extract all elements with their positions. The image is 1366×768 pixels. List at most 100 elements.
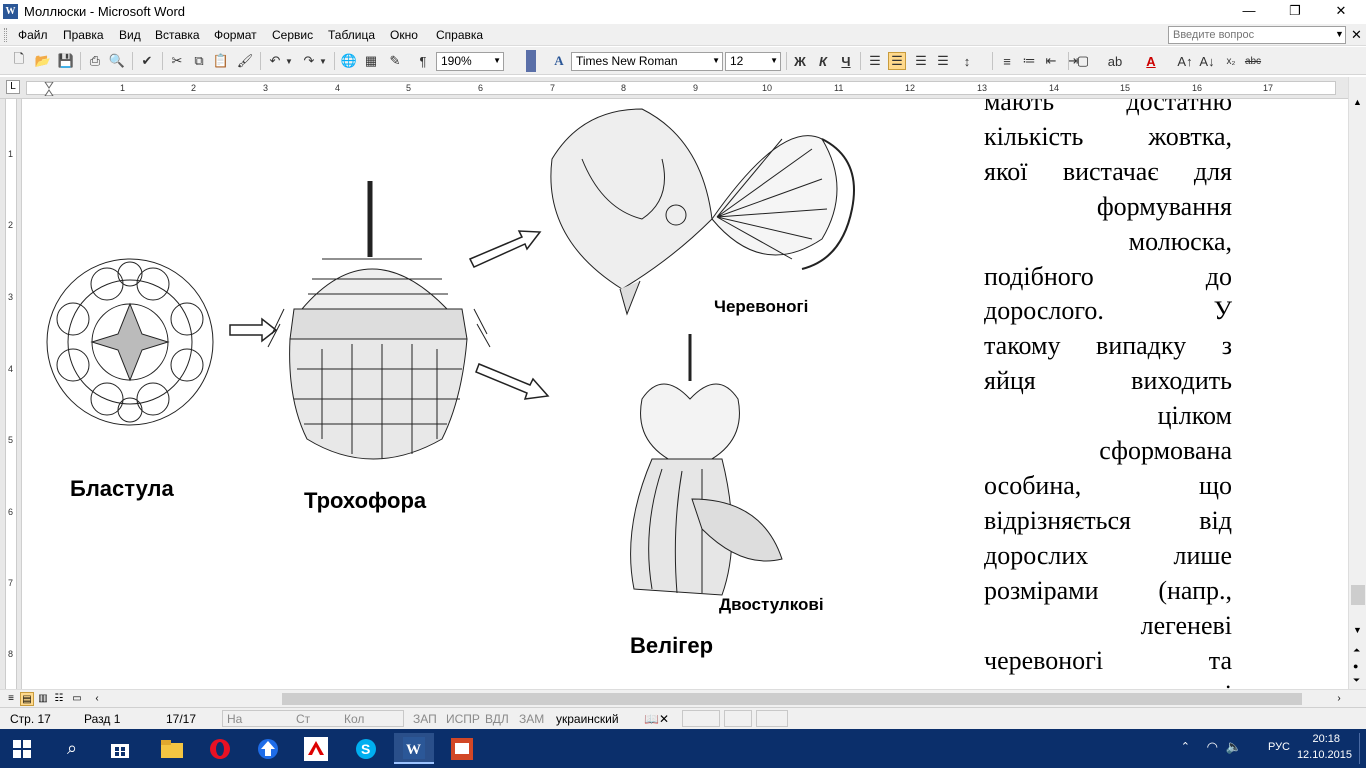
outline-view-icon[interactable]: ☷ [54, 693, 64, 704]
styles-icon[interactable]: A [554, 53, 564, 68]
scroll-right-icon[interactable]: › [1337, 693, 1341, 704]
scroll-left-icon[interactable]: ‹ [95, 693, 99, 704]
print-preview-icon[interactable]: 🔍 [108, 53, 126, 68]
menu-tools[interactable]: Сервис [272, 28, 314, 42]
overtype-indicator[interactable]: ЗАМ [519, 712, 545, 726]
borders-icon[interactable]: ▢ [1076, 53, 1090, 68]
minimize-button[interactable]: — [1242, 3, 1256, 18]
powerpoint-icon[interactable] [442, 733, 482, 764]
justify-icon[interactable]: ☰ [937, 53, 949, 68]
font-color-icon[interactable]: A [1146, 53, 1156, 69]
numbered-list-icon[interactable]: ≡ [1003, 53, 1011, 69]
menu-window[interactable]: Окно [390, 28, 418, 42]
track-changes-indicator[interactable]: ИСПР [446, 712, 480, 726]
save-icon[interactable]: 💾 [57, 53, 75, 68]
opera-icon[interactable] [200, 733, 240, 764]
language-indicator[interactable]: РУС [1267, 741, 1290, 753]
reading-view-icon[interactable]: ▭ [72, 693, 82, 704]
chevron-down-icon[interactable]: ▼ [712, 56, 720, 65]
increase-indent-icon[interactable]: ⇥ [1067, 53, 1079, 68]
file-explorer-icon[interactable] [152, 733, 192, 764]
menu-view[interactable]: Вид [119, 28, 141, 42]
redo-icon[interactable]: ↷ [303, 53, 315, 68]
menu-file[interactable]: Файл [18, 28, 48, 42]
print-layout-icon[interactable]: ▤ [20, 692, 34, 706]
menu-table[interactable]: Таблица [328, 28, 376, 42]
align-left-icon[interactable]: ☰ [869, 53, 881, 68]
cut-icon[interactable]: ✂ [171, 53, 183, 68]
strikethrough-icon[interactable]: abc [1244, 55, 1262, 67]
menu-insert[interactable]: Вставка [155, 28, 200, 42]
font-size-select[interactable]: 12 ▼ [725, 52, 781, 71]
bold-button[interactable]: Ж [794, 53, 806, 69]
language-indicator[interactable]: украинский [556, 712, 619, 726]
windows-start-icon[interactable] [2, 733, 42, 764]
scroll-thumb[interactable] [1351, 585, 1365, 605]
clock-time[interactable]: 20:18 [1312, 733, 1340, 745]
chevron-up-icon[interactable]: ⌃ [1180, 741, 1190, 753]
web-layout-icon[interactable]: ▥ [38, 693, 48, 704]
volume-icon[interactable]: 🔈 [1225, 739, 1242, 754]
chevron-down-icon[interactable]: ▼ [770, 56, 778, 65]
undo-dropdown-icon[interactable]: ▼ [285, 56, 293, 66]
body-text-paragraph[interactable]: мають достатню кількість жовтка, якої ви… [984, 99, 1232, 689]
vertical-scrollbar[interactable]: ▲ ▼ ⏶ ● ⏷ [1348, 77, 1366, 689]
paste-icon[interactable]: 📋 [212, 53, 230, 68]
drawing-icon[interactable]: ✎ [389, 53, 401, 68]
search-icon[interactable]: ⌕ [66, 738, 78, 758]
line-spacing-icon[interactable]: ↕ [963, 53, 971, 69]
italic-button[interactable]: К [819, 53, 827, 69]
grow-font-icon[interactable]: A↑ [1177, 53, 1193, 69]
redo-dropdown-icon[interactable]: ▼ [319, 56, 327, 66]
chevron-down-icon[interactable]: ▼ [493, 56, 501, 65]
bulleted-list-icon[interactable]: ≔ [1022, 53, 1036, 68]
menu-help[interactable]: Справка [436, 28, 484, 42]
close-button[interactable]: ✕ [1335, 3, 1347, 18]
help-search-input[interactable] [1168, 26, 1346, 44]
highlight-icon[interactable]: ab [1107, 53, 1123, 69]
undo-icon[interactable]: ↶ [269, 53, 281, 68]
tables-icon[interactable]: ▦ [364, 53, 378, 68]
word-app-icon[interactable]: W [3, 4, 18, 19]
underline-button[interactable]: Ч [841, 53, 851, 69]
clock-date[interactable]: 12.10.2015 [1296, 749, 1352, 761]
vertical-ruler-track[interactable] [5, 99, 17, 689]
scroll-up-icon[interactable]: ▲ [1353, 97, 1362, 107]
shrink-font-icon[interactable]: A↓ [1199, 53, 1215, 69]
show-formatting-icon[interactable]: ¶ [419, 53, 427, 69]
network-icon[interactable]: ◠ [1206, 739, 1218, 754]
scroll-down-icon[interactable]: ▼ [1353, 625, 1362, 635]
close-document-icon[interactable]: ✕ [1351, 27, 1362, 42]
horizontal-scrollbar[interactable]: ≡ ▤ ▥ ☷ ▭ ‹ › [0, 689, 1366, 707]
align-center-icon[interactable]: ☰ [888, 52, 906, 70]
align-right-icon[interactable]: ☰ [915, 53, 927, 68]
avira-icon[interactable] [296, 733, 336, 764]
maximize-button[interactable]: ❐ [1289, 3, 1301, 18]
print-icon[interactable]: ⎙ [89, 53, 101, 68]
spelling-icon[interactable]: ✔ [141, 53, 153, 68]
normal-view-icon[interactable]: ≡ [8, 693, 14, 704]
ruler-track[interactable] [26, 81, 1336, 96]
next-page-icon[interactable]: ⏷ [1353, 675, 1361, 685]
menu-format[interactable]: Формат [214, 28, 257, 42]
spelling-status-icon[interactable]: 📖✕ [644, 712, 669, 726]
select-browse-object-icon[interactable]: ● [1353, 661, 1359, 671]
open-folder-icon[interactable]: 📂 [34, 53, 52, 68]
subscript-icon[interactable]: x₂ [1226, 55, 1236, 67]
zoom-select[interactable]: 190% ▼ [436, 52, 504, 71]
tab-stop-selector[interactable]: L [6, 80, 20, 94]
menu-grip[interactable] [4, 28, 7, 42]
word-taskbar-icon[interactable]: W [394, 733, 434, 764]
store-icon[interactable] [100, 733, 140, 764]
chevron-down-icon[interactable]: ▼ [1335, 29, 1344, 39]
record-macro-indicator[interactable]: ЗАП [413, 712, 437, 726]
hyperlink-icon[interactable]: 🌐 [340, 53, 358, 68]
font-select[interactable]: Times New Roman ▼ [571, 52, 723, 71]
previous-page-icon[interactable]: ⏶ [1353, 645, 1361, 655]
update-arrow-icon[interactable] [248, 733, 288, 764]
extend-selection-indicator[interactable]: ВДЛ [485, 712, 509, 726]
skype-icon[interactable]: S [346, 733, 386, 764]
document-page[interactable]: Бластула Трохофора Черевоногі Двостулков… [22, 99, 1348, 689]
new-document-icon[interactable]: 🗋 [13, 51, 25, 66]
scroll-thumb[interactable] [282, 693, 1302, 705]
